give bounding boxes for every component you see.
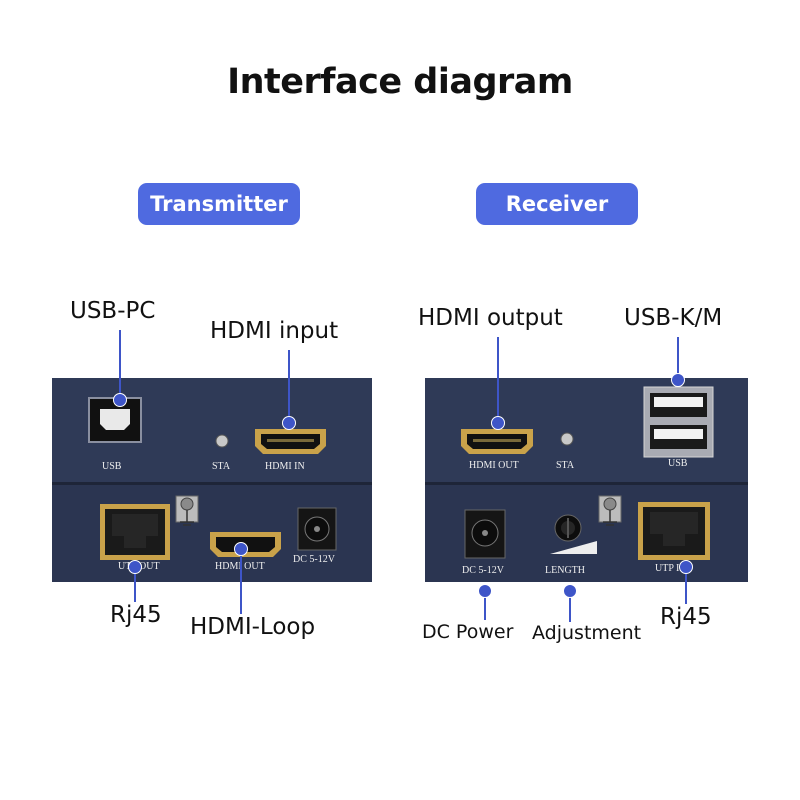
adjustment-leader-line [569,590,571,622]
dc-label: DC 5-12V [462,565,504,576]
dc-power-marker [478,584,492,598]
receiver-panel: HDMI OUT STA USB DC 5-12V LENGTH UTP IN [425,378,748,582]
dc-label: DC 5-12V [293,554,335,565]
dc-power-leader-line [484,590,486,620]
dc-power-callout: DC Power [422,621,514,643]
sta-label: STA [556,460,575,471]
hdmi-loop-marker [234,542,248,556]
receiver-ports-art [461,386,714,560]
length-knob-icon [554,514,582,542]
transmitter-ports-art [88,397,337,560]
dc-jack-icon [464,509,506,559]
usb-pc-leader-line [119,330,121,400]
hdmi-in-label: HDMI IN [265,461,305,472]
adjustment-marker [563,584,577,598]
usb-port-label: USB [668,458,688,469]
transmitter-header: Transmitter [138,183,300,225]
length-ramp-icon [550,541,597,554]
ground-screw-icon [175,495,199,526]
diagram-title: Interface diagram [227,62,573,102]
hdmi-out-port-icon [461,429,533,454]
usb-port-label: USB [102,461,122,472]
sta-led-icon [215,434,229,448]
hdmi-output-leader-line [497,337,499,423]
dual-usb-a-port-icon [643,386,714,458]
utp-in-label: UTP IN [655,563,687,574]
usb-km-leader-line [677,337,679,380]
hdmi-output-marker [491,416,505,430]
hdmi-loop-leader-line [240,548,242,614]
transmitter-panel: USB STA HDMI IN UTP OUT HDMI OUT DC 5-12… [52,378,372,582]
panel-divider [52,482,372,485]
usb-pc-marker [113,393,127,407]
rj45-tx-leader-line [134,566,136,602]
hdmi-out-label: HDMI OUT [469,460,519,471]
usb-km-marker [671,373,685,387]
rj45-tx-marker [128,560,142,574]
rj45-port-icon [638,502,710,560]
sta-led-icon [560,432,574,446]
hdmi-out-label: HDMI OUT [215,561,265,572]
adjustment-callout: Adjustment [532,622,642,644]
ground-screw-icon [598,495,622,526]
receiver-header: Receiver [476,183,638,225]
rj45-rx-leader-line [685,566,687,604]
rj45-port-icon [100,504,170,560]
hdmi-loop-callout: HDMI-Loop [190,614,316,640]
rj45-tx-callout: Rj45 [110,602,162,628]
usb-pc-callout: USB-PC [70,298,156,324]
sta-label: STA [212,461,231,472]
hdmi-in-port-icon [255,429,326,454]
rj45-rx-callout: Rj45 [660,604,712,630]
hdmi-input-callout: HDMI input [210,318,339,344]
hdmi-output-callout: HDMI output [418,305,563,331]
rj45-rx-marker [679,560,693,574]
hdmi-input-marker [282,416,296,430]
dc-jack-icon [297,507,337,551]
usb-km-callout: USB-K/M [624,305,723,331]
panel-divider [425,482,748,485]
length-label: LENGTH [545,565,585,576]
hdmi-input-leader-line [288,350,290,423]
